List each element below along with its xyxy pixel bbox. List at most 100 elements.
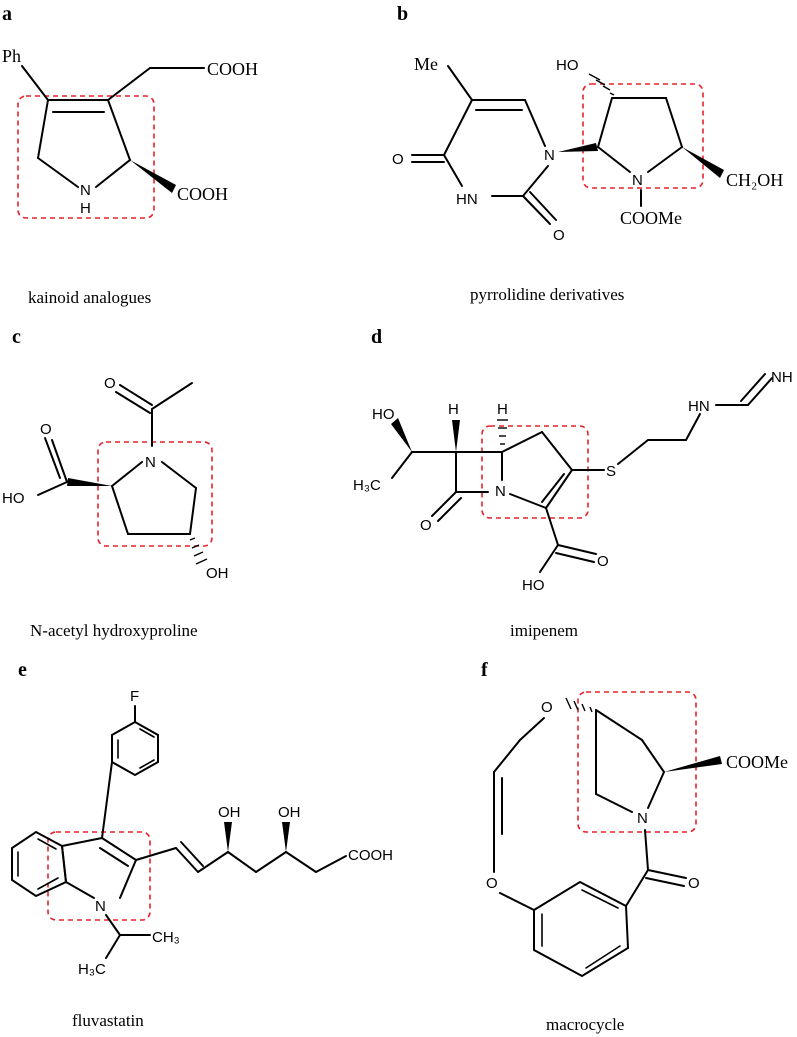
- wedge-bond: [130, 160, 176, 193]
- panel-f: f N COOMe O O: [481, 659, 788, 1034]
- bond: [151, 382, 193, 410]
- o-label: O: [553, 227, 565, 244]
- double-bond: [529, 191, 557, 221]
- h3c-label: H₃C: [78, 961, 106, 978]
- oh-label: OH: [218, 804, 241, 821]
- bond: [685, 413, 701, 441]
- bond: [95, 159, 131, 188]
- h3c-label: H₃C: [353, 477, 381, 494]
- double-bond: [555, 552, 595, 563]
- bond: [189, 487, 197, 535]
- panel-b: b Me N HN O O N HO: [392, 3, 783, 304]
- bond: [541, 431, 573, 471]
- cooh-label: COOH: [348, 847, 393, 864]
- bond: [519, 717, 545, 741]
- fluorophenyl-ring: [111, 720, 159, 777]
- bond: [37, 157, 79, 188]
- bond: [501, 431, 543, 453]
- wedge-bond: [224, 822, 232, 852]
- wedge-bond: [282, 822, 290, 852]
- indole-benzo-ring: [11, 830, 68, 898]
- caption-c: N-acetyl hydroxyproline: [30, 621, 198, 640]
- bond: [617, 439, 649, 465]
- panel-letter-b: b: [397, 3, 408, 25]
- bond: [665, 97, 683, 148]
- ho-label: HO: [522, 577, 545, 594]
- bond: [255, 851, 287, 873]
- oh-label: OH: [206, 565, 229, 582]
- wedge-bond: [682, 147, 724, 178]
- ch2oh-label: CH₂OH: [726, 170, 783, 190]
- panel-letter-d: d: [371, 326, 382, 348]
- o-label: O: [688, 875, 700, 892]
- pyrrolidine-highlight-box: [577, 691, 697, 833]
- bond: [557, 544, 597, 555]
- bond: [51, 439, 68, 483]
- bond: [107, 99, 131, 161]
- bond: [524, 99, 546, 147]
- double-bond: [740, 373, 766, 402]
- bond: [641, 739, 665, 773]
- ph-label: Ph: [2, 46, 21, 66]
- aromatic-bond: [37, 838, 57, 850]
- double-bond-inner: [541, 473, 565, 503]
- o-label: O: [541, 699, 553, 716]
- bond: [625, 869, 649, 907]
- cooh-label: COOH: [177, 184, 228, 204]
- coome-label: COOMe: [726, 752, 788, 772]
- panel-letter-c: c: [12, 326, 21, 348]
- wedge-bond: [391, 418, 412, 452]
- pyrrolidine-highlight-box: [481, 425, 589, 519]
- bond: [105, 934, 121, 959]
- bond: [597, 97, 613, 148]
- bond: [135, 847, 177, 861]
- bond: [175, 847, 199, 873]
- bond: [747, 377, 773, 406]
- double-bond: [437, 497, 462, 522]
- bond: [647, 146, 683, 173]
- n-label: N: [80, 182, 91, 199]
- ho-label: HO: [372, 406, 395, 423]
- bond: [443, 154, 463, 187]
- wedge-bond: [67, 478, 112, 486]
- bond: [431, 491, 457, 517]
- panel-d: d H H HO H₃C O N S: [353, 326, 793, 640]
- n-label: N: [145, 454, 156, 471]
- panel-e: e F N CH₃ H₃C OH: [11, 659, 393, 1030]
- bond: [647, 771, 665, 809]
- bond: [493, 739, 521, 773]
- double-bond-inner: [99, 847, 129, 867]
- hn-label: HN: [688, 398, 710, 415]
- oh-label: OH: [278, 804, 301, 821]
- panel-c: c O N O HO OH N-acetyl hydroxyproline: [2, 326, 229, 640]
- h-label: H: [497, 401, 508, 418]
- n-label: N: [95, 898, 106, 915]
- bond: [119, 859, 137, 899]
- aromatic-bond: [585, 945, 621, 969]
- bond: [161, 461, 197, 489]
- bond: [101, 761, 113, 839]
- hashed-bond: [588, 73, 615, 96]
- panel-letter-f: f: [481, 659, 488, 681]
- nh-label: NH: [771, 369, 793, 386]
- bond: [119, 384, 153, 406]
- bond: [65, 881, 95, 899]
- bond: [545, 469, 573, 509]
- wedge-bond: [558, 143, 598, 152]
- aromatic-bond: [139, 759, 155, 769]
- bond: [595, 709, 643, 741]
- bond: [197, 851, 229, 873]
- caption-e: fluvastatin: [72, 1011, 144, 1030]
- n-label: N: [544, 147, 555, 164]
- f-label: F: [130, 688, 139, 705]
- bond: [101, 837, 137, 861]
- benzene-ring: [533, 880, 630, 978]
- bond: [644, 829, 649, 871]
- pyrrolidine-highlight-box: [47, 831, 151, 921]
- bond: [545, 507, 559, 546]
- s-label: S: [606, 463, 616, 480]
- bond: [597, 146, 631, 173]
- caption-f: macrocycle: [546, 1015, 624, 1034]
- o-label: O: [40, 421, 52, 438]
